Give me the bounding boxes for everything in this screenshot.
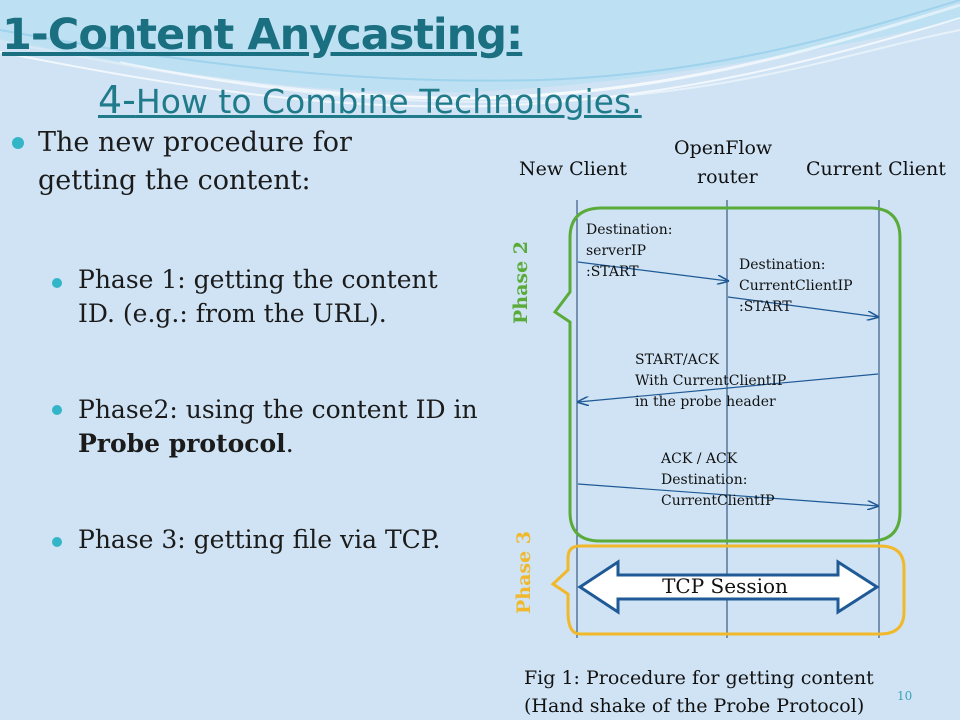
arrow-start-to-router: [577, 261, 728, 281]
message-1: Destination: serverIP :START: [586, 220, 672, 283]
message-1-line: Destination:: [586, 222, 673, 238]
caption-line: (Hand shake of the Probe Protocol): [524, 695, 865, 717]
bullet-phase2-bold: Probe protocol: [78, 429, 286, 458]
subtitle-number: 4-: [98, 78, 136, 122]
intro-bullet: The new procedure for getting the conten…: [38, 127, 352, 196]
message-2-line: CurrentClientIP: [739, 278, 853, 294]
slide-subtitle: 4-How to Combine Technologies.: [98, 78, 642, 122]
phase3-callout: [550, 544, 906, 636]
column-current-client: Current Client: [806, 158, 946, 180]
column-new-client: New Client: [519, 158, 627, 180]
phase3-label: Phase 3: [513, 530, 535, 614]
bullet-dot: [52, 537, 62, 547]
bullet-phase3: Phase 3: getting file via TCP.: [78, 525, 441, 554]
message-3-line: With CurrentClientIP: [635, 373, 787, 389]
message-3: START/ACK With CurrentClientIP in the pr…: [635, 350, 786, 413]
message-3-line: START/ACK: [635, 352, 719, 368]
message-1-line: :START: [586, 264, 639, 280]
page-number: 10: [897, 689, 913, 703]
figure-caption: Fig 1: Procedure for getting content (Ha…: [524, 664, 874, 720]
bullet-dot: [52, 278, 62, 288]
column-router-line1: OpenFlow: [674, 137, 773, 159]
bullet-list: The new procedure for getting the conten…: [12, 127, 478, 554]
arrow-start-ack: [578, 373, 879, 402]
message-4: ACK / ACK Destination: CurrentClientIP: [661, 449, 775, 512]
tcp-session-arrow: [577, 559, 880, 615]
message-4-line: CurrentClientIP: [661, 493, 775, 509]
phase2-label: Phase 2: [510, 240, 532, 324]
bullet-phase1: Phase 1: getting the content ID. (e.g.: …: [78, 265, 438, 328]
bullet-phase2-post: .: [285, 429, 294, 458]
message-2-line: :START: [739, 299, 792, 315]
caption-line: Fig 1: Procedure for getting content: [524, 667, 874, 689]
message-3-line: in the probe header: [635, 394, 776, 410]
subtitle-text: How to Combine Technologies.: [135, 82, 642, 121]
message-2: Destination: CurrentClientIP :START: [739, 255, 853, 318]
header-swoosh-decoration: [0, 0, 960, 108]
column-router-line2: router: [697, 166, 758, 188]
message-4-line: ACK / ACK: [661, 451, 738, 467]
slide-title: 1-Content Anycasting:: [2, 10, 523, 60]
tcp-session-label: TCP Session: [662, 574, 788, 598]
message-2-line: Destination:: [739, 257, 826, 273]
bullet-phase2: Phase2: using the content ID in Probe pr…: [78, 393, 478, 461]
bullet-dot: [52, 405, 62, 415]
arrow-start-to-current-client: [727, 296, 878, 317]
bullet-dot: [12, 137, 24, 149]
message-4-line: Destination:: [661, 472, 748, 488]
bullet-phase2-pre: Phase2: using the content ID in: [78, 395, 478, 424]
phase2-callout: [552, 206, 902, 543]
message-1-line: serverIP: [586, 243, 646, 259]
arrow-ack-ack: [577, 483, 878, 506]
